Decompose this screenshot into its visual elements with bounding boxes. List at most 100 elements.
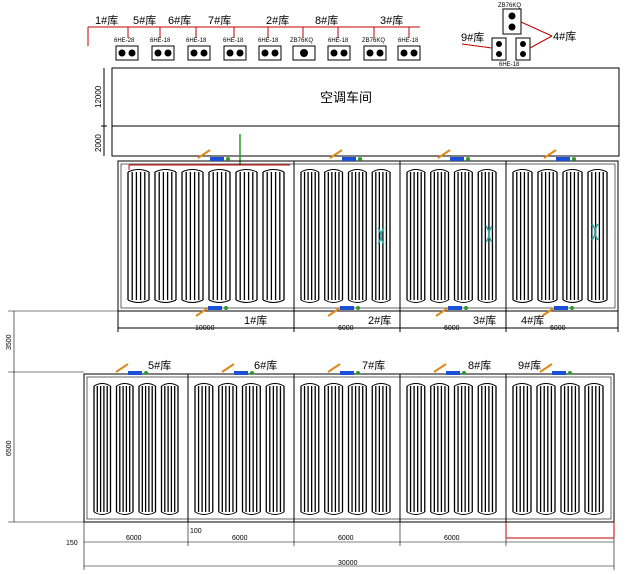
- comp-room-label: 8#库: [315, 14, 338, 27]
- unit-label: ZB76KQ: [290, 38, 313, 44]
- pipe-fitting: [437, 149, 470, 161]
- dim-gap: 3500: [6, 334, 13, 350]
- room-label-7: 7#库: [362, 359, 385, 372]
- unit-label: 6HE-18: [223, 38, 244, 44]
- room-label-1: 1#库: [244, 314, 267, 327]
- evaporator-coil: [208, 169, 231, 303]
- evaporator-coil: [262, 169, 285, 303]
- evaporator-coil: [406, 383, 426, 515]
- evaporator-coil: [371, 383, 391, 515]
- evaporator-coil: [512, 383, 532, 515]
- machine-room: 空调车间 12000 2000: [94, 67, 620, 165]
- compressor-unit: [258, 45, 282, 61]
- evaporator-coil: [154, 169, 177, 303]
- compressor-unit: [223, 45, 247, 61]
- room-label-4: 4#库: [521, 314, 544, 327]
- unit-label: ZB76KQ: [362, 38, 385, 44]
- compressor-unit: [292, 45, 316, 61]
- evaporator-coil: [512, 169, 533, 303]
- evaporator-coil: [235, 169, 258, 303]
- evaporator-coil: [587, 169, 608, 303]
- evaporator-coil: [430, 383, 450, 515]
- compressor-row: 1#库 5#库 6#库 7#库 2#库 8#库 3#库 6HE-28 6HE-1…: [87, 3, 576, 68]
- machine-room-title: 空调车间: [320, 90, 372, 105]
- evaporator-coil: [218, 383, 238, 515]
- dim-width-1: 10000: [195, 325, 215, 332]
- evaporator-coil: [160, 383, 179, 515]
- evaporator-coil: [127, 169, 150, 303]
- pipe-fitting: [195, 306, 228, 317]
- room-label-3: 3#库: [473, 314, 496, 327]
- evaporator-coil: [324, 169, 344, 303]
- evaporator-coil: [584, 383, 604, 515]
- right-compressor-group: ZB76KQ 6HE-18 9#库 4#库: [461, 3, 576, 68]
- pipe-fitting: [197, 149, 230, 161]
- comp-room-label: 6#库: [168, 14, 191, 27]
- comp-room-label: 4#库: [553, 30, 576, 43]
- room-label-6: 6#库: [254, 359, 277, 372]
- compressor-unit: [187, 45, 211, 61]
- evaporator-coil: [194, 383, 214, 515]
- evaporator-coil: [453, 383, 473, 515]
- evaporator-coil: [115, 383, 134, 515]
- pipe-fitting: [433, 363, 466, 375]
- compressor-unit: [397, 45, 421, 61]
- pipe-fitting: [115, 363, 148, 375]
- compressor-unit: [115, 45, 139, 61]
- evaporator-coil: [300, 383, 320, 515]
- dim-width-7: 6000: [338, 535, 354, 542]
- pipe-fitting: [435, 306, 468, 317]
- evaporator-coil: [347, 169, 367, 303]
- bottom-room-row: 5#库 6#库 7#库 8#库 9#库 6000 6000 6000 6000 …: [66, 359, 615, 570]
- unit-label: 6HE-28: [114, 38, 135, 44]
- evaporator-coil: [562, 169, 583, 303]
- comp-room-label: 7#库: [208, 14, 231, 27]
- comp-room-label: 3#库: [380, 14, 403, 27]
- evaporator-coil: [93, 383, 112, 515]
- dim-bottom-height: 6500: [6, 440, 13, 456]
- compressor-unit: [327, 45, 351, 61]
- evaporator-coil: [241, 383, 261, 515]
- pipe-fitting: [541, 306, 574, 317]
- evaporator-coil: [406, 169, 426, 303]
- dim-offset-mid: 100: [190, 528, 202, 535]
- pipe-fitting: [329, 149, 362, 161]
- evaporator-coil: [477, 383, 497, 515]
- dim-height-main: 12000: [94, 85, 103, 108]
- evaporator-coil: [560, 383, 580, 515]
- evaporator-coil: [371, 169, 391, 303]
- dim-width-4: 6000: [550, 325, 566, 332]
- pipe-fitting: [543, 149, 576, 161]
- dim-width-3: 6000: [444, 325, 460, 332]
- pipe-fitting: [327, 363, 360, 375]
- unit-label: 6HE-18: [499, 62, 520, 68]
- dim-height-strip: 2000: [94, 134, 103, 152]
- dim-width-8: 6000: [444, 535, 460, 542]
- room-label-8: 8#库: [468, 359, 491, 372]
- pipe-fitting: [221, 363, 254, 375]
- pipe-fitting: [327, 306, 360, 317]
- evaporator-coil: [138, 383, 157, 515]
- evaporator-coil: [265, 383, 285, 515]
- unit-label: 6HE-18: [150, 38, 171, 44]
- evaporator-coil: [537, 169, 558, 303]
- unit-label: 6HE-18: [258, 38, 279, 44]
- room-label-5: 5#库: [148, 359, 171, 372]
- evaporator-coil: [300, 169, 320, 303]
- top-room-row: 1#库 2#库 3#库 4#库 10000 6000 6000 6000: [117, 149, 619, 332]
- evaporator-coil: [477, 169, 497, 303]
- compressor-unit: [363, 45, 387, 61]
- gap-dimension: 3500 6500: [6, 310, 118, 523]
- dim-width-5: 6000: [126, 535, 142, 542]
- evaporator-coil: [536, 383, 556, 515]
- evaporator-coil: [430, 169, 450, 303]
- compressor-unit: [151, 45, 175, 61]
- pipe-fitting: [539, 363, 572, 375]
- evaporator-coil: [324, 383, 344, 515]
- comp-room-label: 1#库: [95, 14, 118, 27]
- comp-room-label: 5#库: [133, 14, 156, 27]
- comp-room-label: 2#库: [266, 14, 289, 27]
- evaporator-coil: [347, 383, 367, 515]
- unit-label: 6HE-18: [398, 38, 419, 44]
